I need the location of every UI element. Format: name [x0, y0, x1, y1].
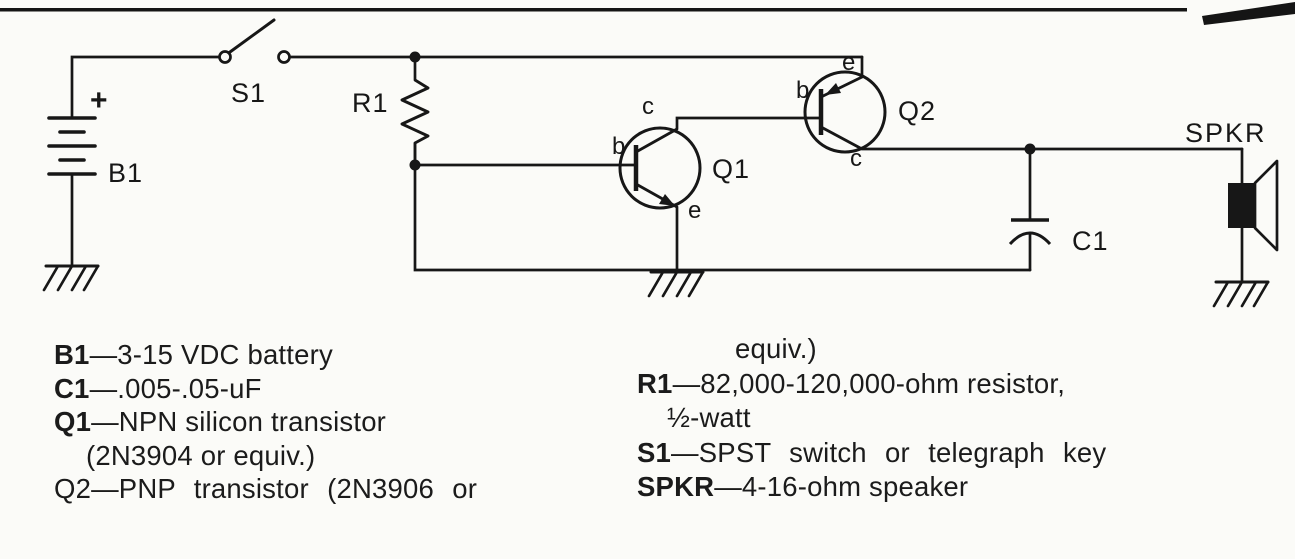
parts-list-item-r1-continued: ½-watt — [637, 401, 1106, 436]
parts-list-item-q2: Q2—PNP transistor (2N3906 or — [54, 472, 477, 506]
q2-collector-pin-label: c — [850, 145, 862, 172]
part-designator: SPKR — [637, 471, 715, 502]
parts-list-item-q1: Q1—NPN silicon transistor — [54, 405, 477, 439]
junction-dot — [1024, 143, 1036, 155]
wire-bottom-rail — [413, 163, 1032, 272]
part-description: —4-16-ohm speaker — [714, 471, 969, 502]
parts-list-left-column: B1—3-15 VDC battery C1—.005-.05-uF Q1—NP… — [54, 338, 477, 506]
q2-base-pin-label: b — [796, 77, 809, 104]
parts-list-item-q1-continued: (2N3904 or equiv.) — [54, 439, 477, 473]
part-designator: Q2 — [54, 473, 92, 504]
ground-symbol-q1-emitter — [647, 270, 705, 298]
switch-symbol — [218, 18, 291, 64]
resistor-symbol — [400, 78, 430, 165]
part-designator: C1 — [54, 372, 90, 404]
wire-q1-collector-to-q2-base — [675, 116, 823, 131]
parts-list-item-s1: S1—SPST switch or telegraph key — [637, 436, 1106, 471]
capacitor-symbol — [1008, 218, 1052, 246]
parts-list-right-column: equiv.) R1—82,000-120,000-ohm resistor, … — [637, 332, 1106, 505]
speaker-body — [1228, 183, 1255, 228]
switch-terminal-left — [218, 50, 232, 64]
wire-battery-to-switch — [70, 55, 221, 120]
part-description: —PNP transistor (2N3906 or — [91, 473, 478, 504]
switch-lever — [228, 18, 276, 54]
switch-terminal-right — [277, 50, 291, 64]
battery-label: B1 — [108, 158, 143, 188]
junction-dots — [409, 51, 1036, 171]
resistor-label: R1 — [352, 88, 389, 118]
speaker-label: SPKR — [1185, 118, 1267, 148]
q1-base-pin-label: b — [612, 133, 625, 160]
q1-collector-lead — [635, 127, 678, 154]
switch-label: S1 — [231, 78, 266, 108]
part-description: —NPN silicon transistor — [91, 406, 387, 437]
part-description: (2N3904 or equiv.) — [86, 439, 316, 471]
q2-collector-lead — [820, 125, 863, 151]
part-designator: Q1 — [54, 406, 92, 437]
q2-emitter-arrow — [825, 83, 841, 95]
speaker-horn — [1253, 159, 1279, 252]
q2-envelope — [803, 70, 887, 154]
capacitor-label: C1 — [1072, 226, 1109, 256]
parts-list-item-b1: B1—3-15 VDC battery — [54, 338, 477, 372]
part-description: —3-15 VDC battery — [89, 339, 333, 370]
q1-emitter-pin-label: e — [688, 197, 701, 224]
q2-label: Q2 — [898, 96, 936, 126]
part-description: equiv.) — [735, 333, 817, 364]
parts-list-item-q2-continued: equiv.) — [637, 332, 1106, 367]
ground-symbol-speaker — [1212, 280, 1270, 308]
part-designator: S1 — [637, 436, 672, 468]
q1-collector-pin-label: c — [642, 93, 654, 120]
parts-list-item-c1: C1—.005-.05-uF — [54, 372, 477, 406]
part-description: —82,000-120,000-ohm resistor, — [672, 367, 1066, 399]
scan-artifact-corner-mark — [1202, 2, 1295, 25]
transistor-q2-symbol — [803, 70, 887, 154]
part-description: —.005-.05-uF — [89, 372, 262, 404]
q2-emitter-pin-label: e — [842, 49, 855, 76]
battery-symbol — [47, 116, 97, 176]
part-description: —SPST switch or telegraph key — [671, 436, 1107, 468]
q1-emitter-arrow — [659, 194, 675, 206]
parts-list-item-r1: R1—82,000-120,000-ohm resistor, — [637, 367, 1106, 402]
circuit-schematic: + B1 S1 R1 b c e Q1 — [0, 2, 1295, 308]
part-description: ½-watt — [667, 402, 751, 433]
q1-label: Q1 — [712, 154, 750, 184]
junction-dot — [409, 51, 421, 63]
battery-plus-sign: + — [90, 84, 108, 117]
ground-symbol-battery — [42, 264, 100, 292]
scan-artifact-top-line — [0, 8, 1187, 12]
q1-envelope — [618, 126, 702, 210]
junction-dot — [409, 159, 421, 171]
part-designator: B1 — [54, 339, 90, 370]
capacitor-plate-curved — [1008, 231, 1052, 246]
part-designator: R1 — [637, 367, 673, 399]
wires — [70, 55, 1244, 284]
transistor-q1-symbol — [618, 126, 702, 210]
parts-list-item-spkr: SPKR—4-16-ohm speaker — [637, 470, 1106, 505]
speaker-symbol — [1228, 159, 1279, 252]
parts-list: B1—3-15 VDC battery C1—.005-.05-uF Q1—NP… — [0, 328, 1295, 559]
